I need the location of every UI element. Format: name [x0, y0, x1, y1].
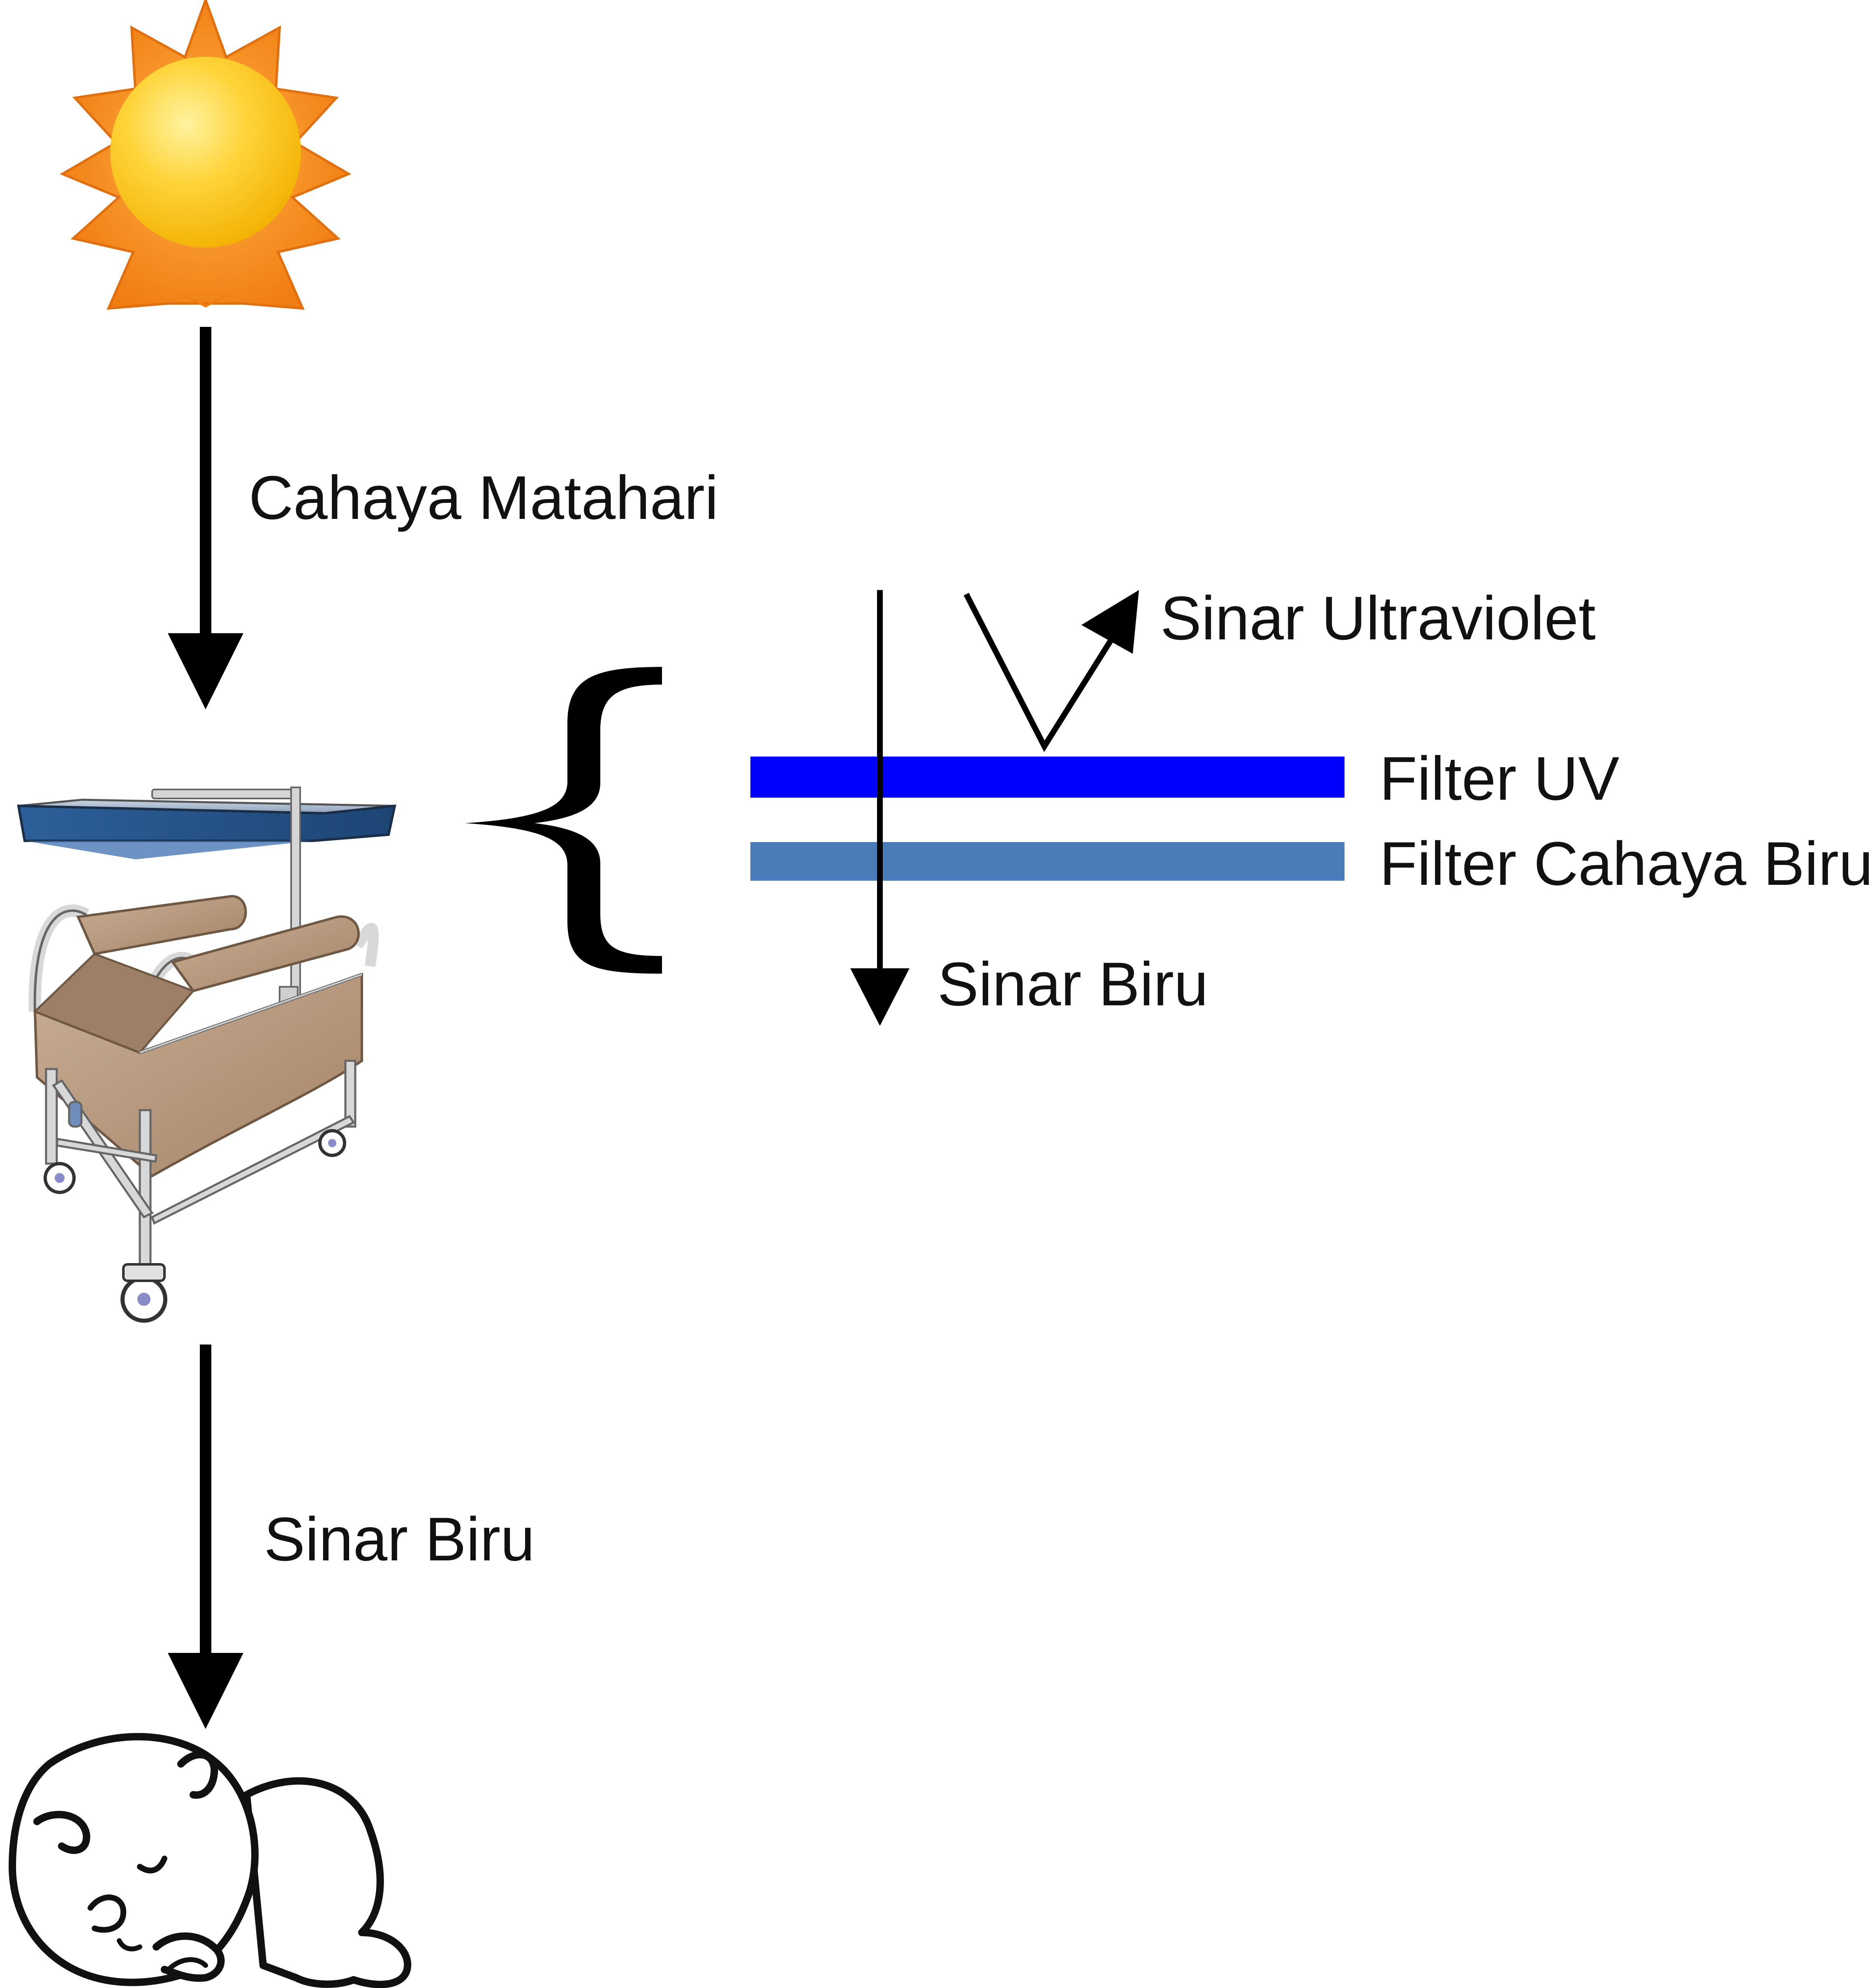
blue-ray-main-label: Sinar Biru — [264, 1504, 535, 1574]
ultraviolet-label: Sinar Ultraviolet — [1160, 583, 1596, 653]
reflected-uv-arrow — [963, 590, 1139, 752]
crib-wheels — [44, 1129, 346, 1323]
sun-core — [110, 57, 301, 248]
sunlight-arrow — [168, 327, 243, 709]
phototherapy-crib-icon — [17, 787, 396, 1323]
curly-brace-icon — [465, 667, 662, 974]
uv-filter-bar — [750, 757, 1345, 798]
blue-ray-inset-label: Sinar Biru — [937, 949, 1208, 1018]
transmitted-ray-arrow — [850, 590, 910, 1026]
uv-filter-label: Filter UV — [1379, 744, 1619, 813]
filter-inset: Sinar Ultraviolet Filter UV Filter Cahay… — [750, 583, 1870, 1026]
sleeping-baby-icon — [9, 1733, 412, 1988]
blue-ray-arrow — [168, 1345, 243, 1729]
sun-icon — [60, 0, 352, 310]
sunlight-label: Cahaya Matahari — [249, 463, 718, 532]
crib-fabric — [33, 895, 363, 1178]
blue-filter-bar — [750, 842, 1345, 881]
crib-legs — [45, 1060, 356, 1268]
blue-filter-label: Filter Cahaya Biru — [1379, 829, 1870, 898]
